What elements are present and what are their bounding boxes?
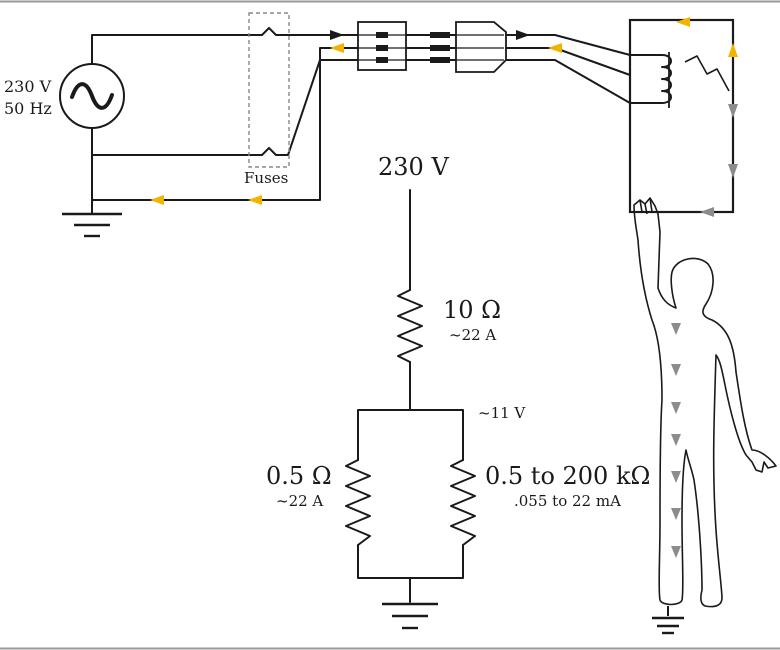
body-current-arrow [671,434,681,446]
ac-source [59,63,125,129]
right-branch-value: 0.5 to 200 kΩ [485,462,650,490]
resistor-body [450,459,476,546]
node-voltage-label: ~11 V [478,404,526,422]
parallel-frame [357,409,464,579]
body-current-arrow [671,471,681,483]
fault-current-arrow [728,43,738,57]
model-ground-icon [382,602,438,630]
plug [455,21,507,73]
fault-current-arrow [728,104,738,118]
fuses-label: Fuses [244,169,288,187]
current-arrow [548,43,562,53]
wall-socket [357,21,407,71]
neutral-wire-source [91,59,361,156]
left-branch-value: 0.5 Ω [266,462,332,490]
sine-wave-icon [70,82,114,110]
body-current-arrow [671,364,681,376]
body-current-arrow [671,546,681,558]
source-ground-icon [62,212,122,238]
series-resistor-value: 10 Ω [443,296,501,324]
live-wire [91,27,361,65]
body-ground-icon [652,616,684,635]
human-body-outline [633,197,777,608]
source-voltage-label: 230 V [4,77,52,96]
appliance-box [628,17,738,217]
current-arrow [150,195,164,205]
current-arrow [248,195,262,205]
model-supply-label: 230 V [378,153,449,181]
return-wire [91,47,361,201]
left-branch-current: ~22 A [276,492,323,510]
current-arrow [330,30,344,40]
right-branch-current: .055 to 22 mA [514,492,621,510]
current-arrow [330,43,344,53]
fuses-box [248,12,290,168]
source-frequency-label: 50 Hz [4,99,52,118]
appliance-cord [505,34,631,104]
fault-current-arrow [728,164,738,178]
body-current-arrow [671,508,681,520]
body-current-arrow [671,323,681,335]
fault-current-arrow [676,17,690,27]
body-current-arrows [671,323,681,558]
series-resistor-current: ~22 A [449,326,496,344]
body-current-arrow [671,402,681,414]
resistor-0-5-ohm [345,459,371,546]
switch-icon [684,55,730,92]
resistor-10-ohm [397,289,423,363]
motor-coil-icon [629,54,672,104]
fault-current-arrow [700,207,714,217]
